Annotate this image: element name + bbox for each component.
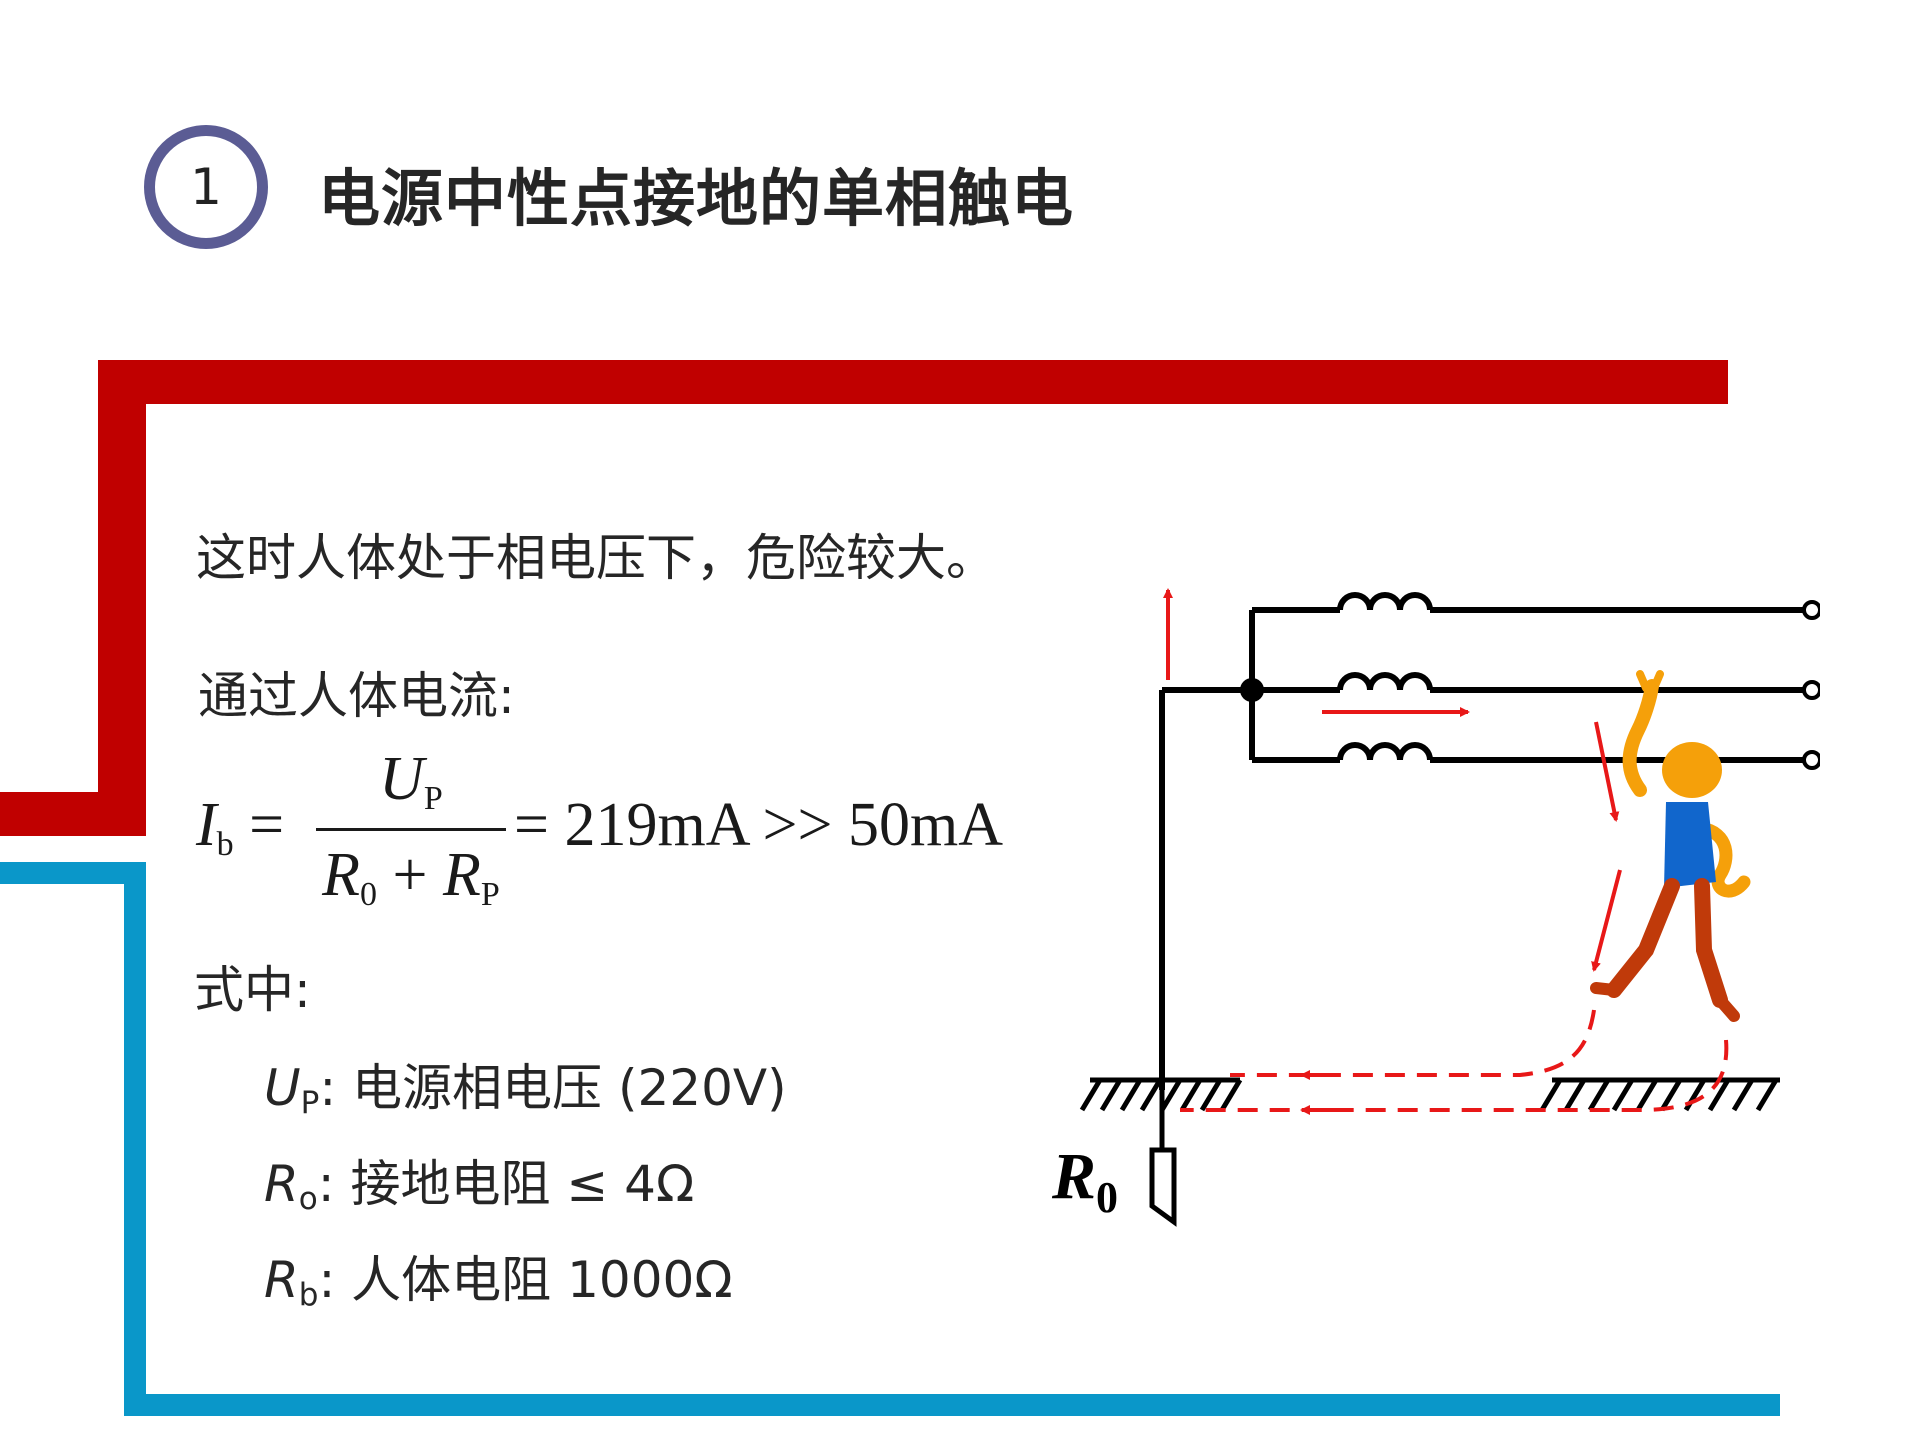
formula-den-rp: R [443,841,481,909]
formula-den-r0: R [322,841,361,909]
definition-sub: P [300,1084,320,1121]
formula-numerator: UP [316,744,506,818]
definition-sub: o [298,1180,318,1217]
section-number-badge: 1 [144,125,268,249]
current-arrow-arm [1594,721,1620,822]
current-label: 通过人体电流: [198,667,515,725]
formula-lhs-sub: b [216,826,234,863]
three-phase-source [1249,592,1810,763]
ground-symbol-left [1079,1077,1243,1112]
definition-up: UP: 电源相电压 (220V) [264,1048,787,1121]
formula-den-rp-sub: P [480,876,500,913]
definition-text: : 电源相电压 (220V) [319,1059,787,1117]
formula-rhs: = 219mA >> 50mA [514,791,1003,859]
ground-symbol-right [1539,1077,1780,1112]
formula-den-plus: + [392,841,428,909]
definition-text: : 人体电阻 1000Ω [318,1251,733,1309]
definition-rb: Rb: 人体电阻 1000Ω [264,1240,733,1313]
definition-sub: b [298,1276,319,1313]
blue-frame-bottom [124,1394,1780,1416]
current-arrow-leg [1591,869,1622,972]
terminal-l3 [1802,750,1820,770]
intro-text: 这时人体处于相电压下，危险较大。 [196,529,996,587]
definition-symbol: U [264,1059,301,1117]
ground-resistor [1149,1147,1177,1227]
return-path-upper [1230,1009,1596,1077]
formula-den-r0-sub: 0 [360,876,378,913]
formula-num-symbol: U [379,745,424,813]
definition-symbol: R [264,1251,299,1309]
terminal-l1 [1802,600,1820,620]
formula-lhs: Ib = [196,790,284,864]
formula-num-sub: P [423,780,443,817]
definition-symbol: R [264,1155,299,1213]
formula-lhs-symbol: I [196,791,217,859]
blue-frame-foot [0,862,146,884]
terminal-l2 [1802,680,1820,700]
where-label: 式中: [194,961,311,1019]
definition-ro: Ro: 接地电阻 ≤ 4Ω [264,1144,694,1217]
fraction-bar [316,828,506,831]
section-number: 1 [190,158,222,216]
formula-denominator: R0 + RP [316,840,506,914]
ground-resistor-label: R0 [1051,1140,1118,1222]
blue-frame-left [124,862,146,1416]
page-title: 电源中性点接地的单相触电 [318,162,1075,235]
single-phase-shock-diagram: R0 [1051,588,1820,1227]
definition-text: : 接地电阻 ≤ 4Ω [317,1155,695,1213]
red-frame-top [98,360,1728,404]
formula-equals: = [249,791,285,859]
red-frame-left [98,360,146,836]
person-figure [1590,670,1751,1022]
red-frame-foot [0,792,146,836]
return-path-lower [1180,1039,1729,1112]
